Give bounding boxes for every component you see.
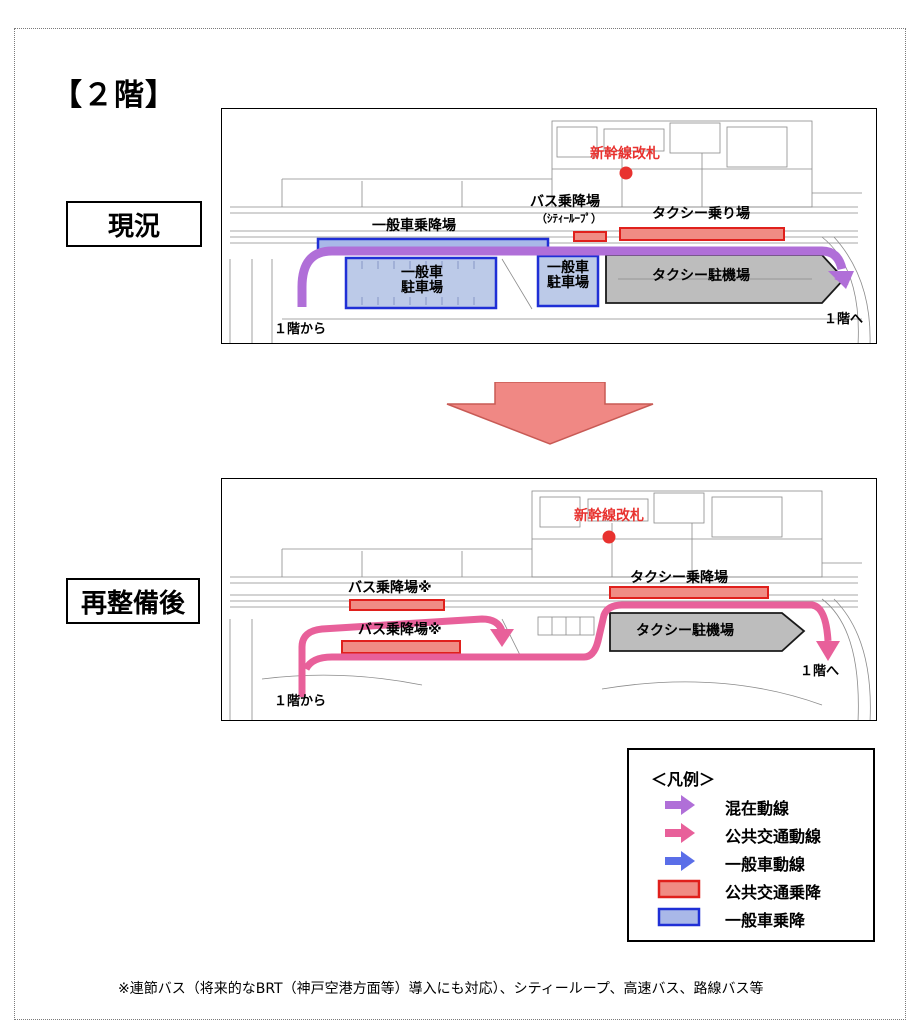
floor-title: 【２階】 <box>52 78 176 113</box>
legend-item-mixed-flow: 混在動線 <box>645 794 865 818</box>
after-public-flow-lower <box>302 601 832 671</box>
current-bus-stop-area <box>573 231 607 242</box>
after-shinkansen-gate-marker <box>602 530 616 544</box>
legend-item-general-flow: 一般車動線 <box>645 850 865 874</box>
current-shinkansen-gate-label: 新幹線改札 <box>590 146 660 162</box>
state-label-after: 再整備後 <box>66 578 200 624</box>
after-map-drawing <box>229 490 871 720</box>
legend-box: ＜凡例＞ 混在動線 公共交通動線 一般車動線 公共交通乗降 一般車乗降 <box>627 748 875 942</box>
after-bus-stop-upper-label: バス乗降場※ <box>348 580 432 596</box>
after-public-flow-upper-arrowhead <box>490 629 514 647</box>
legend-item-general-boarding: 一般車乗降 <box>645 906 865 930</box>
page-frame <box>14 28 906 1020</box>
legend-item-public-flow: 公共交通動線 <box>645 822 865 846</box>
current-bus-stop-label: バス乗降場 <box>530 194 600 210</box>
current-general-car-boarding-label: 一般車乗降場 <box>372 218 456 234</box>
current-taxi-boarding-area <box>619 227 785 241</box>
current-to-1f-label: １階へ <box>824 312 864 327</box>
legend-public-boarding-box-icon <box>657 879 701 899</box>
after-to-1f-label: １階へ <box>800 664 840 679</box>
current-general-parking-lot <box>344 256 498 310</box>
after-taxi-pool-area <box>609 612 806 652</box>
legend-item-label: 混在動線 <box>725 799 790 818</box>
after-bus-stop-lower-area <box>341 640 461 654</box>
legend-item-label: 一般車動線 <box>725 855 806 874</box>
legend-general-boarding-box-icon <box>657 907 701 927</box>
current-general-parking-small <box>536 254 600 308</box>
current-taxi-pool-label: タクシー駐機場 <box>652 268 750 284</box>
footnote: ※連節バス（将来的なBRT（神戸空港方面等）導入にも対応）、シティーループ、高速… <box>118 981 764 997</box>
current-from-1f-label: １階から <box>274 322 327 337</box>
current-general-parking-label: 一般車 駐車場 <box>392 265 452 297</box>
transition-down-arrow <box>446 382 654 445</box>
current-map-drawing <box>229 120 871 343</box>
legend-public-flow-arrow-icon <box>665 823 695 843</box>
after-taxi-boarding-label: タクシー乗降場 <box>630 570 728 586</box>
current-bus-stop-sublabel: （ｼﾃｨｰﾙｰﾌﾟ） <box>536 212 602 225</box>
current-general-parking-small-label-line2: 駐車場 <box>547 275 589 292</box>
state-label-current: 現況 <box>66 201 202 247</box>
after-layout-map: 新幹線改札 バス乗降場※ バス乗降場※ タクシー乗降場 タクシー駐機場 １階から… <box>221 478 877 721</box>
after-public-flow-upper <box>298 615 506 697</box>
current-mixed-flow-path <box>297 246 847 307</box>
current-general-parking-label-line1: 一般車 <box>401 265 443 281</box>
legend-item-label: 公共交通動線 <box>725 827 822 846</box>
after-from-1f-label: １階から <box>274 694 327 709</box>
current-taxi-boarding-label: タクシー乗り場 <box>652 206 750 222</box>
legend-item-public-boarding: 公共交通乗降 <box>645 878 865 902</box>
current-general-parking-small-label-line1: 一般車 <box>547 260 589 276</box>
legend-title: ＜凡例＞ <box>651 770 716 789</box>
current-layout-map: 新幹線改札 一般車乗降場 バス乗降場 （ｼﾃｨｰﾙｰﾌﾟ） タクシー乗り場 一般… <box>221 108 877 344</box>
legend-item-label: 公共交通乗降 <box>725 883 822 902</box>
current-general-parking-label-line2: 駐車場 <box>401 280 443 297</box>
after-taxi-pool-label: タクシー駐機場 <box>636 623 734 639</box>
current-general-parking-small-label: 一般車 駐車場 <box>538 260 598 292</box>
after-shinkansen-gate-label: 新幹線改札 <box>574 508 644 524</box>
current-shinkansen-gate-marker <box>619 166 633 180</box>
after-taxi-boarding-area <box>609 586 769 599</box>
after-public-flow-lower-arrowhead <box>816 641 840 661</box>
legend-general-flow-arrow-icon <box>665 851 695 871</box>
after-bus-stop-lower-label: バス乗降場※ <box>358 622 442 638</box>
legend-mixed-flow-arrow-icon <box>665 795 695 815</box>
after-bus-stop-upper-area <box>349 599 445 611</box>
current-parking-stalls <box>361 261 475 305</box>
legend-item-label: 一般車乗降 <box>725 911 806 930</box>
